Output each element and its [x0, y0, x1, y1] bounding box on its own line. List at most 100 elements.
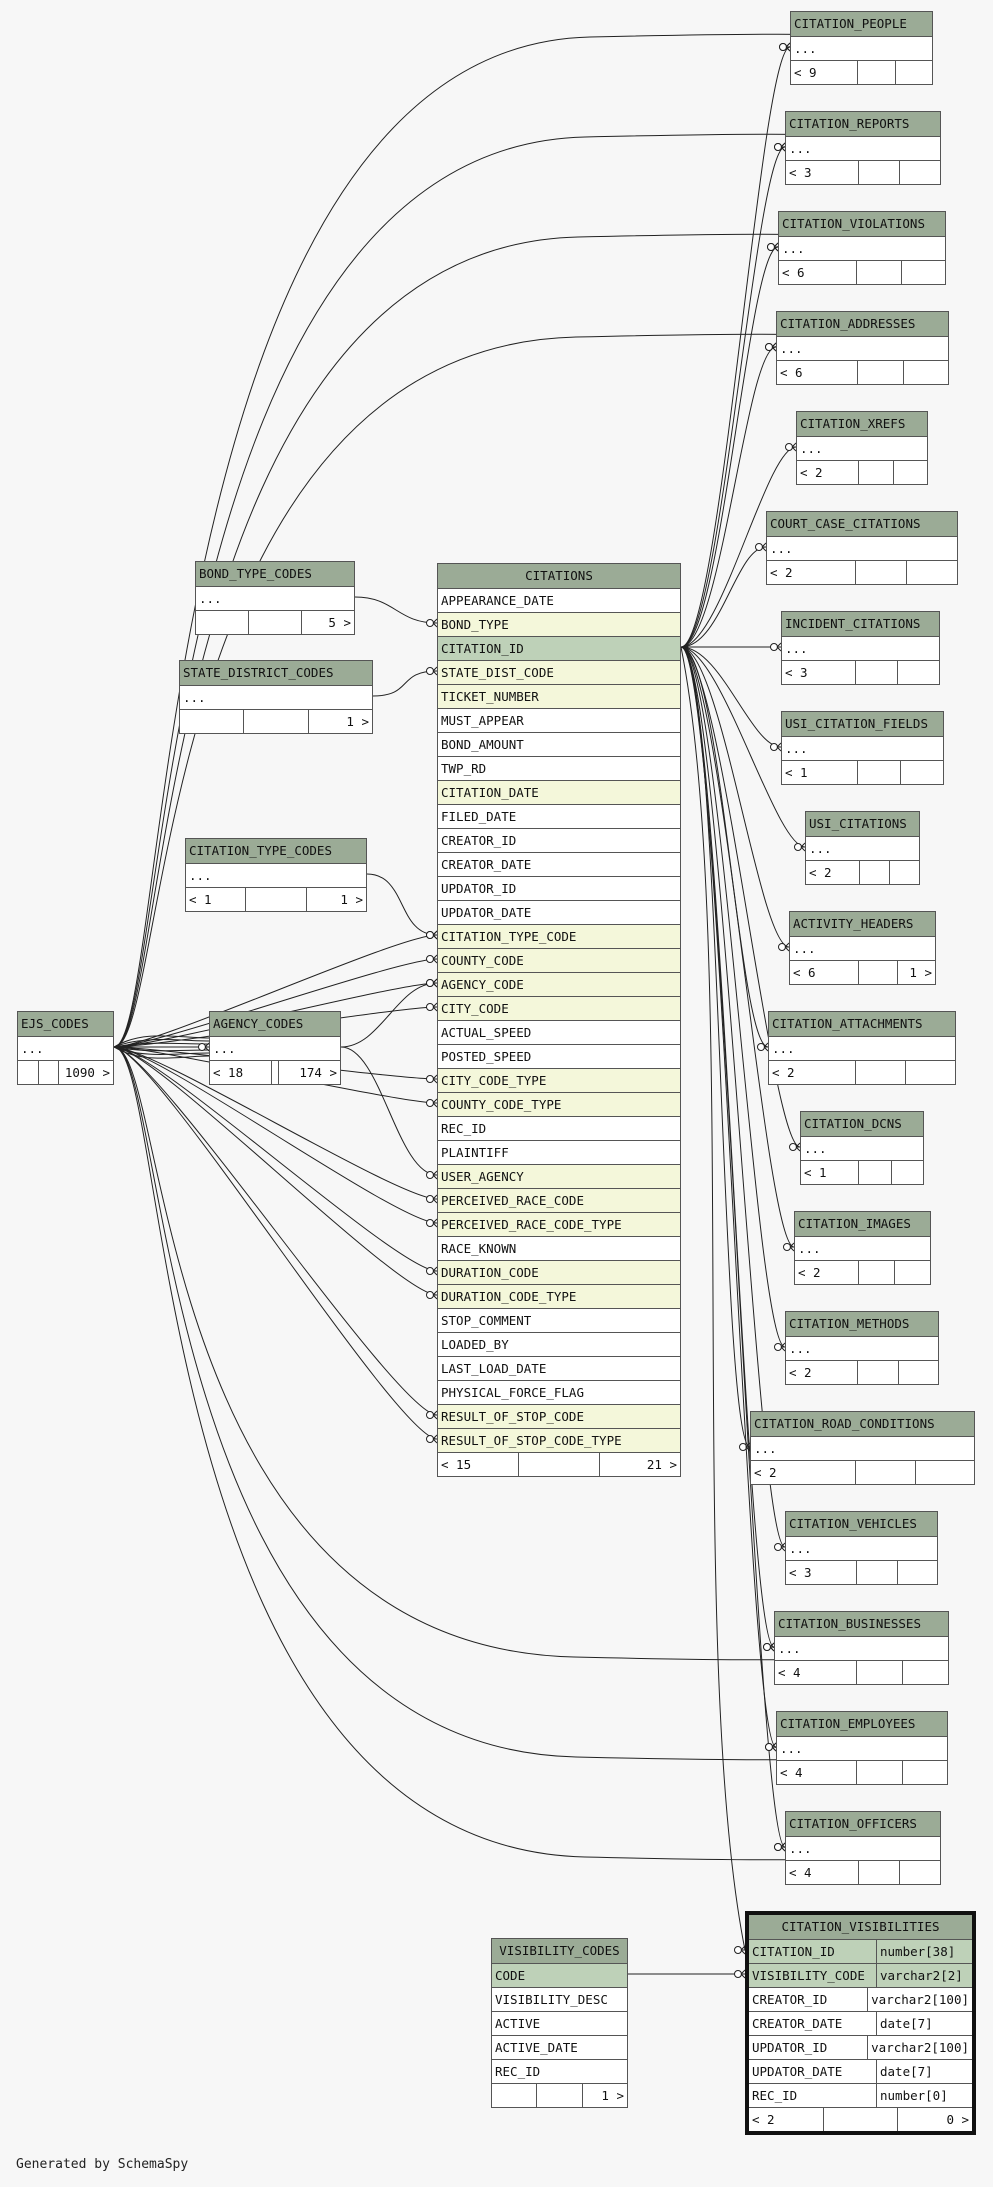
children-count[interactable]: 1090 > [58, 1061, 113, 1084]
parents-count[interactable]: < 3 [785, 665, 808, 680]
children-count[interactable] [899, 161, 940, 184]
column-actual-speed[interactable]: ACTUAL_SPEED [438, 1020, 680, 1044]
column-bond-amount[interactable]: BOND_AMOUNT [438, 732, 680, 756]
children-count[interactable] [900, 261, 946, 284]
column-perceived-race-code[interactable]: PERCEIVED_RACE_CODE [438, 1188, 680, 1212]
citation-dcns-table[interactable]: CITATION_DCNS...< 1 [800, 1111, 924, 1185]
bond-type-codes-table[interactable]: BOND_TYPE_CODES ... 5 > [195, 561, 355, 635]
column-creator-id[interactable]: CREATOR_ID [438, 828, 680, 852]
column-updator-id[interactable]: UPDATOR_ID [438, 876, 680, 900]
column-stop-comment[interactable]: STOP_COMMENT [438, 1308, 680, 1332]
citation-people-table[interactable]: CITATION_PEOPLE...< 9 [790, 11, 933, 85]
incident-citations-table[interactable]: INCIDENT_CITATIONS...< 3 [781, 611, 940, 685]
parents-count[interactable]: < 3 [789, 165, 812, 180]
column-county-code-type[interactable]: COUNTY_CODE_TYPE [438, 1092, 680, 1116]
column-citation-date[interactable]: CITATION_DATE [438, 780, 680, 804]
citation-reports-table[interactable]: CITATION_REPORTS...< 3 [785, 111, 941, 185]
parents-count[interactable]: < 4 [780, 1765, 803, 1780]
parents-count[interactable]: < 2 [754, 1465, 777, 1480]
column-filed-date[interactable]: FILED_DATE [438, 804, 680, 828]
children-count[interactable]: 1 > [307, 710, 372, 733]
children-count[interactable]: 21 > [599, 1453, 680, 1476]
column-visibility-desc[interactable]: VISIBILITY_DESC [492, 1987, 627, 2011]
column-ticket-number[interactable]: TICKET_NUMBER [438, 684, 680, 708]
citation-attachments-table[interactable]: CITATION_ATTACHMENTS...< 2 [768, 1011, 956, 1085]
column-twp-rd[interactable]: TWP_RD [438, 756, 680, 780]
parents-count[interactable]: < 3 [789, 1565, 812, 1580]
children-count[interactable] [900, 761, 943, 784]
children-count[interactable]: 174 > [278, 1061, 340, 1084]
children-count[interactable]: 0 > [897, 2108, 972, 2131]
children-count[interactable] [892, 461, 928, 484]
children-count[interactable] [899, 1861, 940, 1884]
citation-violations-table[interactable]: CITATION_VIOLATIONS...< 6 [778, 211, 946, 285]
column-active[interactable]: ACTIVE [492, 2011, 627, 2035]
column-perceived-race-code-type[interactable]: PERCEIVED_RACE_CODE_TYPE [438, 1212, 680, 1236]
state-district-codes-table[interactable]: STATE_DISTRICT_CODES ... 1 > [179, 660, 373, 734]
citation-images-table[interactable]: CITATION_IMAGES...< 2 [794, 1211, 931, 1285]
parents-count[interactable]: < 6 [793, 965, 816, 980]
citation-methods-table[interactable]: CITATION_METHODS...< 2 [785, 1311, 939, 1385]
column-duration-code-type[interactable]: DURATION_CODE_TYPE [438, 1284, 680, 1308]
children-count[interactable] [905, 1061, 955, 1084]
column-code[interactable]: CODE [492, 1963, 627, 1987]
column-duration-code[interactable]: DURATION_CODE [438, 1260, 680, 1284]
children-count[interactable] [894, 61, 933, 84]
children-count[interactable] [897, 661, 939, 684]
children-count[interactable]: 1 > [581, 2084, 627, 2107]
column-citation-type-code[interactable]: CITATION_TYPE_CODE [438, 924, 680, 948]
citation-vehicles-table[interactable]: CITATION_VEHICLES...< 3 [785, 1511, 938, 1585]
parents-count[interactable]: < 9 [794, 65, 817, 80]
column-loaded-by[interactable]: LOADED_BY [438, 1332, 680, 1356]
column-user-agency[interactable]: USER_AGENCY [438, 1164, 680, 1188]
parents-count[interactable]: < 2 [772, 1065, 795, 1080]
children-count[interactable]: 1 > [896, 961, 936, 984]
children-count[interactable] [889, 861, 919, 884]
column-city-code[interactable]: CITY_CODE [438, 996, 680, 1020]
children-count[interactable] [890, 1161, 924, 1184]
parents-count[interactable]: < 18 [213, 1065, 244, 1080]
usi-citations-table[interactable]: USI_CITATIONS...< 2 [805, 811, 920, 885]
children-count[interactable] [902, 1661, 948, 1684]
parents-count[interactable]: < 4 [789, 1865, 812, 1880]
parents-count[interactable]: < 2 [770, 565, 793, 580]
citation-xrefs-table[interactable]: CITATION_XREFS...< 2 [796, 411, 928, 485]
column-physical-force-flag[interactable]: PHYSICAL_FORCE_FLAG [438, 1380, 680, 1404]
parents-count[interactable]: < 2 [809, 865, 832, 880]
court-case-citations-table[interactable]: COURT_CASE_CITATIONS...< 2 [766, 511, 958, 585]
children-count[interactable]: 5 > [301, 611, 354, 634]
column-must-appear[interactable]: MUST_APPEAR [438, 708, 680, 732]
parents-count[interactable]: < 1 [189, 892, 212, 907]
children-count[interactable] [897, 1361, 939, 1384]
children-count[interactable] [902, 361, 949, 384]
parents-count[interactable]: < 6 [782, 265, 805, 280]
column-county-code[interactable]: COUNTY_CODE [438, 948, 680, 972]
column-active-date[interactable]: ACTIVE_DATE [492, 2035, 627, 2059]
parents-count[interactable]: < 2 [752, 2112, 775, 2127]
column-state-dist-code[interactable]: STATE_DIST_CODE [438, 660, 680, 684]
children-count[interactable] [896, 1561, 938, 1584]
parents-count[interactable]: < 4 [778, 1665, 801, 1680]
ejs-codes-table[interactable]: EJS_CODES ... 1090 > [17, 1011, 114, 1085]
column-agency-code[interactable]: AGENCY_CODE [438, 972, 680, 996]
citation-addresses-table[interactable]: CITATION_ADDRESSES...< 6 [776, 311, 949, 385]
citation-type-codes-table[interactable]: CITATION_TYPE_CODES ... < 1 1 > [185, 838, 367, 912]
column-result-of-stop-code[interactable]: RESULT_OF_STOP_CODE [438, 1404, 680, 1428]
citation-employees-table[interactable]: CITATION_EMPLOYEES...< 4 [776, 1711, 948, 1785]
children-count[interactable] [906, 561, 957, 584]
column-plaintiff[interactable]: PLAINTIFF [438, 1140, 680, 1164]
children-count[interactable] [901, 1761, 948, 1784]
parents-count[interactable]: < 1 [785, 765, 808, 780]
column-bond-type[interactable]: BOND_TYPE [438, 612, 680, 636]
usi-citation-fields-table[interactable]: USI_CITATION_FIELDS...< 1 [781, 711, 944, 785]
column-race-known[interactable]: RACE_KNOWN [438, 1236, 680, 1260]
parents-count[interactable]: < 6 [780, 365, 803, 380]
column-result-of-stop-code-type[interactable]: RESULT_OF_STOP_CODE_TYPE [438, 1428, 680, 1452]
